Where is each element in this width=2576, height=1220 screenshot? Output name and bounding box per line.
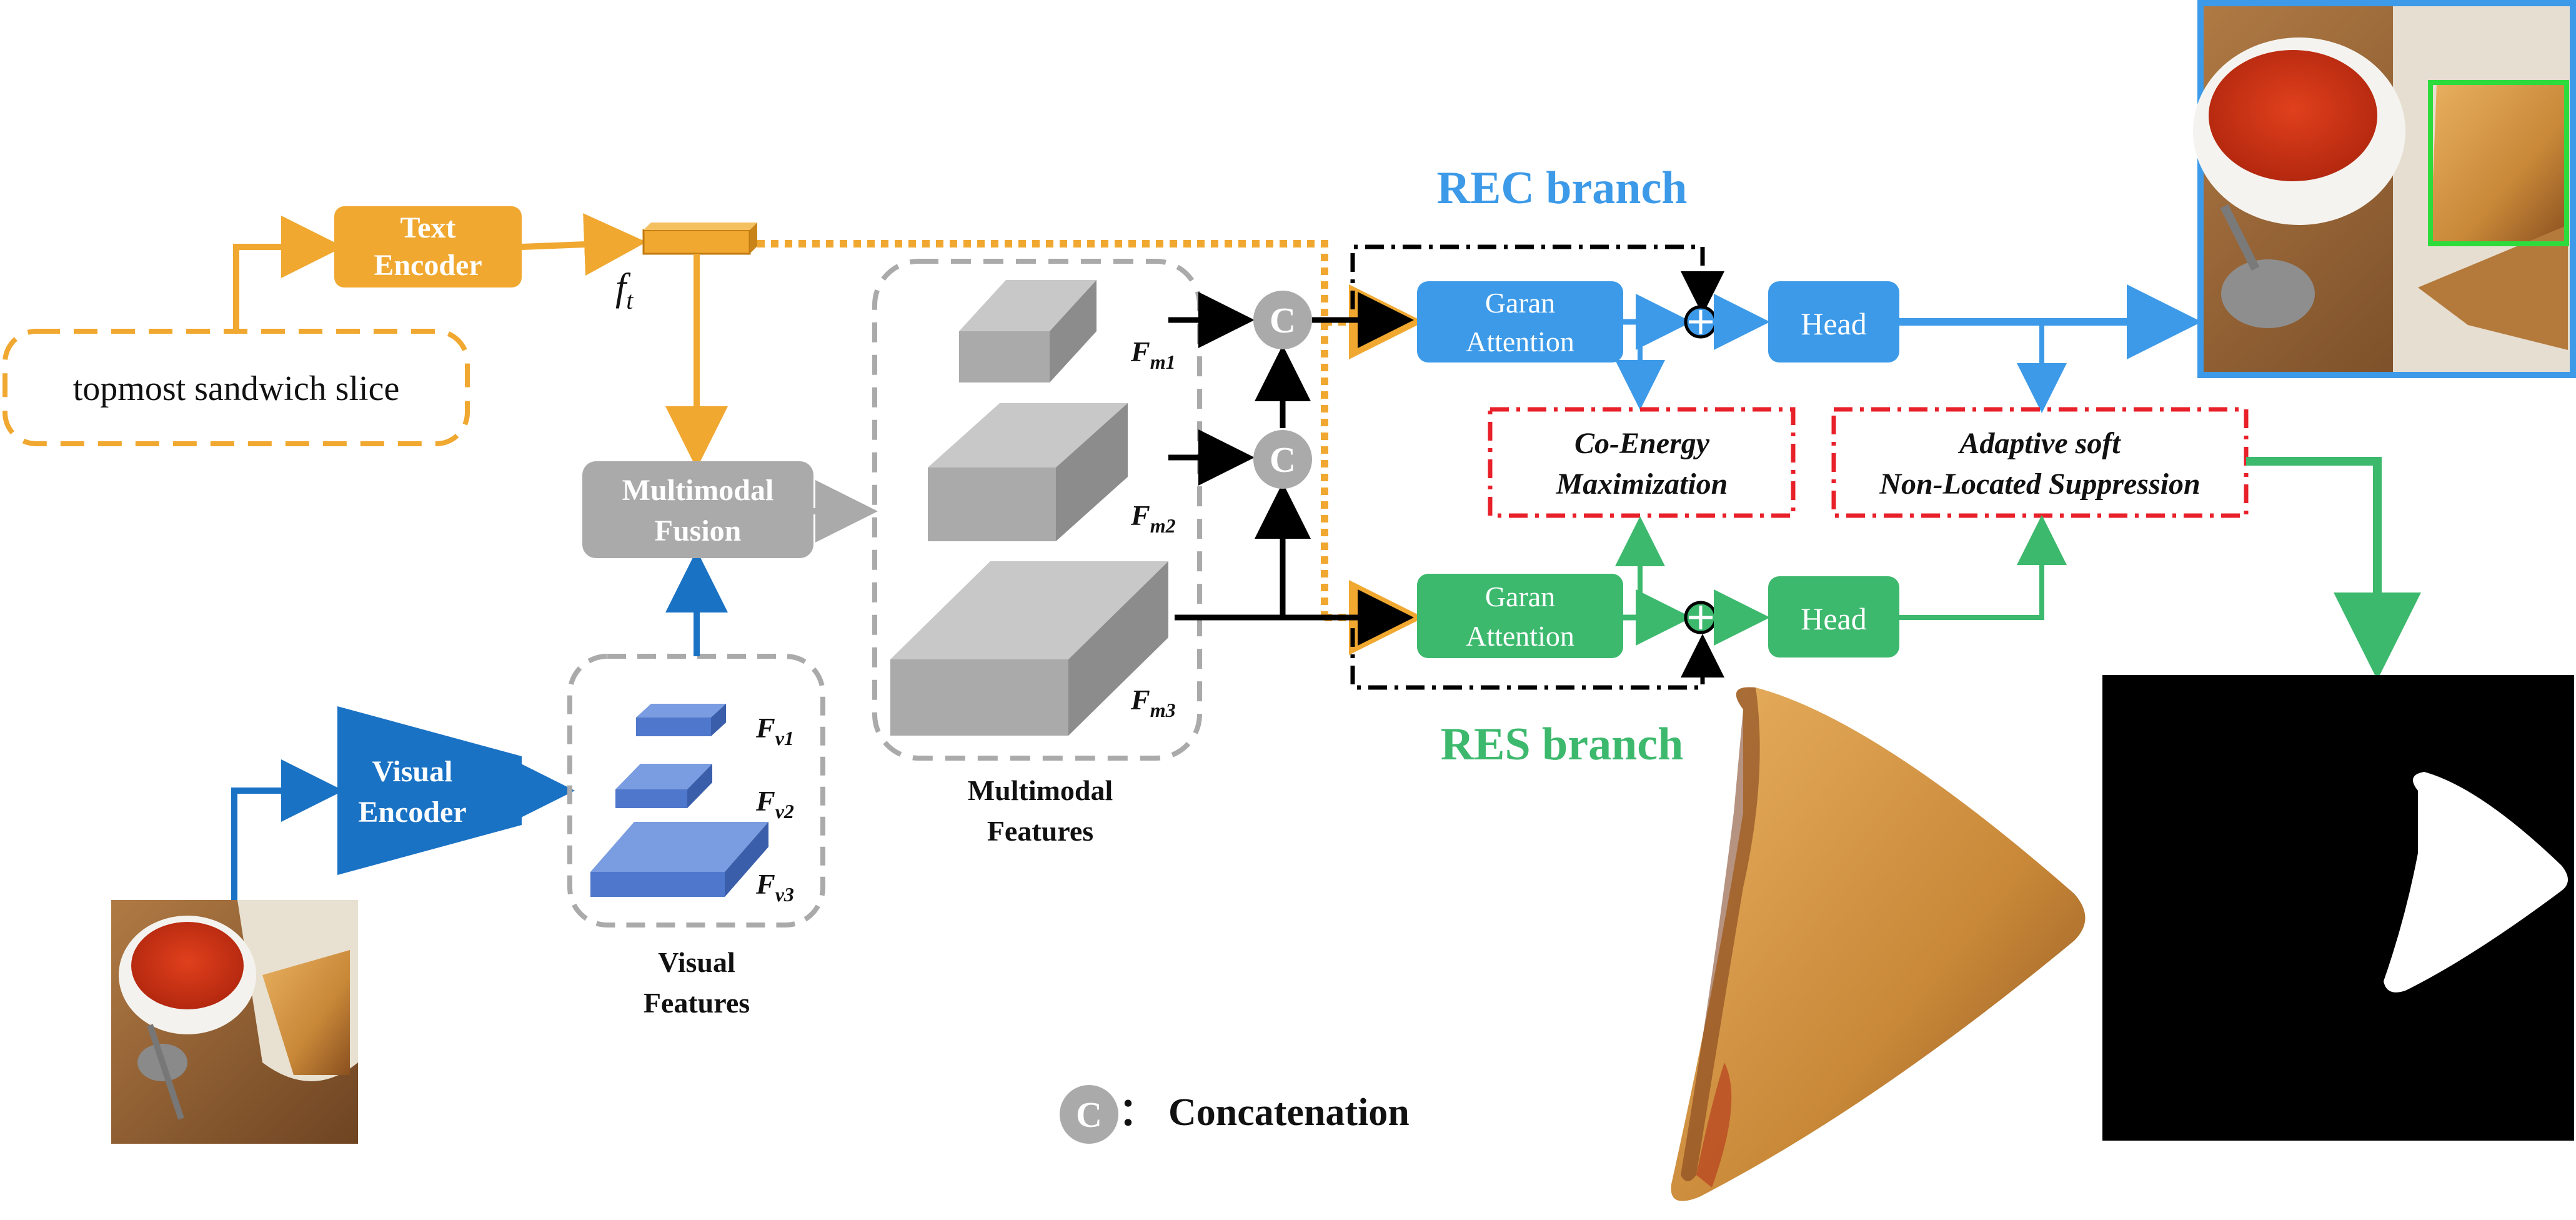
rec-output-image [2193,0,2576,378]
text-encoder-label-1: Text [400,211,456,244]
text-feature-token [642,229,751,255]
multimodal-features-caption-1: Multimodal [968,774,1113,806]
multimodal-fusion-label-1: Multimodal [622,474,774,507]
text-encoder-label-2: Encoder [374,249,482,282]
res-garan-attention-label-2: Attention [1466,620,1574,652]
concat-node-2 [1253,430,1312,489]
concat-node-1-symbol: C [1270,300,1296,341]
visual-features-box [567,654,825,928]
text-feature-token-side [750,222,757,254]
legend-separator: ： [1118,1091,1157,1134]
multimodal-feature-m3 [890,561,1168,736]
res-garan-attention-label-1: Garan [1485,581,1555,612]
co-energy-label-2: Maximization [1556,468,1728,501]
rec-branch-title: REC branch [1437,162,1688,214]
multimodal-feature-m2 [928,403,1128,541]
multimodal-feature-m3-label: Fm3 [1130,684,1176,721]
text-encoder-box [334,206,522,288]
text-query: topmost sandwich slice [73,369,400,408]
text-feature-label: ft [615,266,634,314]
asnls-label-2: Non-Located Suppression [1879,468,2200,501]
res-output-mask [2102,675,2574,1141]
res-head-box [1768,576,1899,658]
multimodal-fusion-label-2: Fusion [655,514,742,548]
segmented-sandwich [1671,687,2086,1201]
visual-encoder-trapezoid [337,706,522,875]
visual-feature-v3-label: Fv3 [755,868,794,906]
multimodal-feature-m1 [959,280,1097,382]
res-garan-attention-box [1417,574,1623,658]
text-feature-token-top [644,222,757,230]
co-energy-box [1488,407,1796,518]
arrow-asnls-to-mask [2246,457,2421,680]
visual-feature-v3 [590,822,768,897]
res-head-label: Head [1801,601,1867,636]
visual-features-caption-1: Visual [658,946,735,978]
rec-garan-attention-box [1417,281,1623,362]
visual-feature-v2-label: Fv2 [755,785,794,822]
visual-feature-v2 [615,764,712,808]
multimodal-fusion-box [582,461,813,558]
text-feature-dotted-path [757,240,1328,625]
arrow-text-encoder-to-ft [521,213,647,276]
res-branch-title: RES branch [1441,719,1684,770]
visual-encoder-label-2: Encoder [358,796,466,829]
rec-head-box [1768,281,1899,362]
legend-concat-symbol-circle [1060,1085,1118,1144]
rec-bounding-box [2428,80,2569,246]
input-image [111,900,358,1144]
visual-features-caption-2: Features [644,987,750,1019]
multimodal-feature-m2-label: Fm2 [1130,499,1176,537]
asnls-label-1: Adaptive soft [1957,427,2121,460]
visual-feature-v1 [636,704,726,736]
multimodal-features-caption-2: Features [987,815,1093,847]
co-energy-label-1: Co-Energy [1574,427,1710,460]
multimodal-feature-m1-label: Fm1 [1130,336,1176,373]
rec-garan-attention-label-2: Attention [1466,326,1574,358]
rec-garan-attention-label-1: Garan [1485,287,1555,319]
arrow-image-to-visual-encoder [231,759,344,900]
visual-encoder-label-1: Visual [372,755,453,788]
arrow-query-to-text-encoder [233,216,344,331]
visual-feature-v1-label: Fv1 [755,712,794,749]
concat-node-1 [1253,291,1312,349]
rec-head-label: Head [1801,306,1867,341]
legend-concat-symbol: C [1076,1094,1102,1135]
concat-node-2-symbol: C [1270,439,1296,480]
arrow-res-head-to-asnls [1899,515,2067,620]
legend-label: Concatenation [1168,1091,1410,1134]
